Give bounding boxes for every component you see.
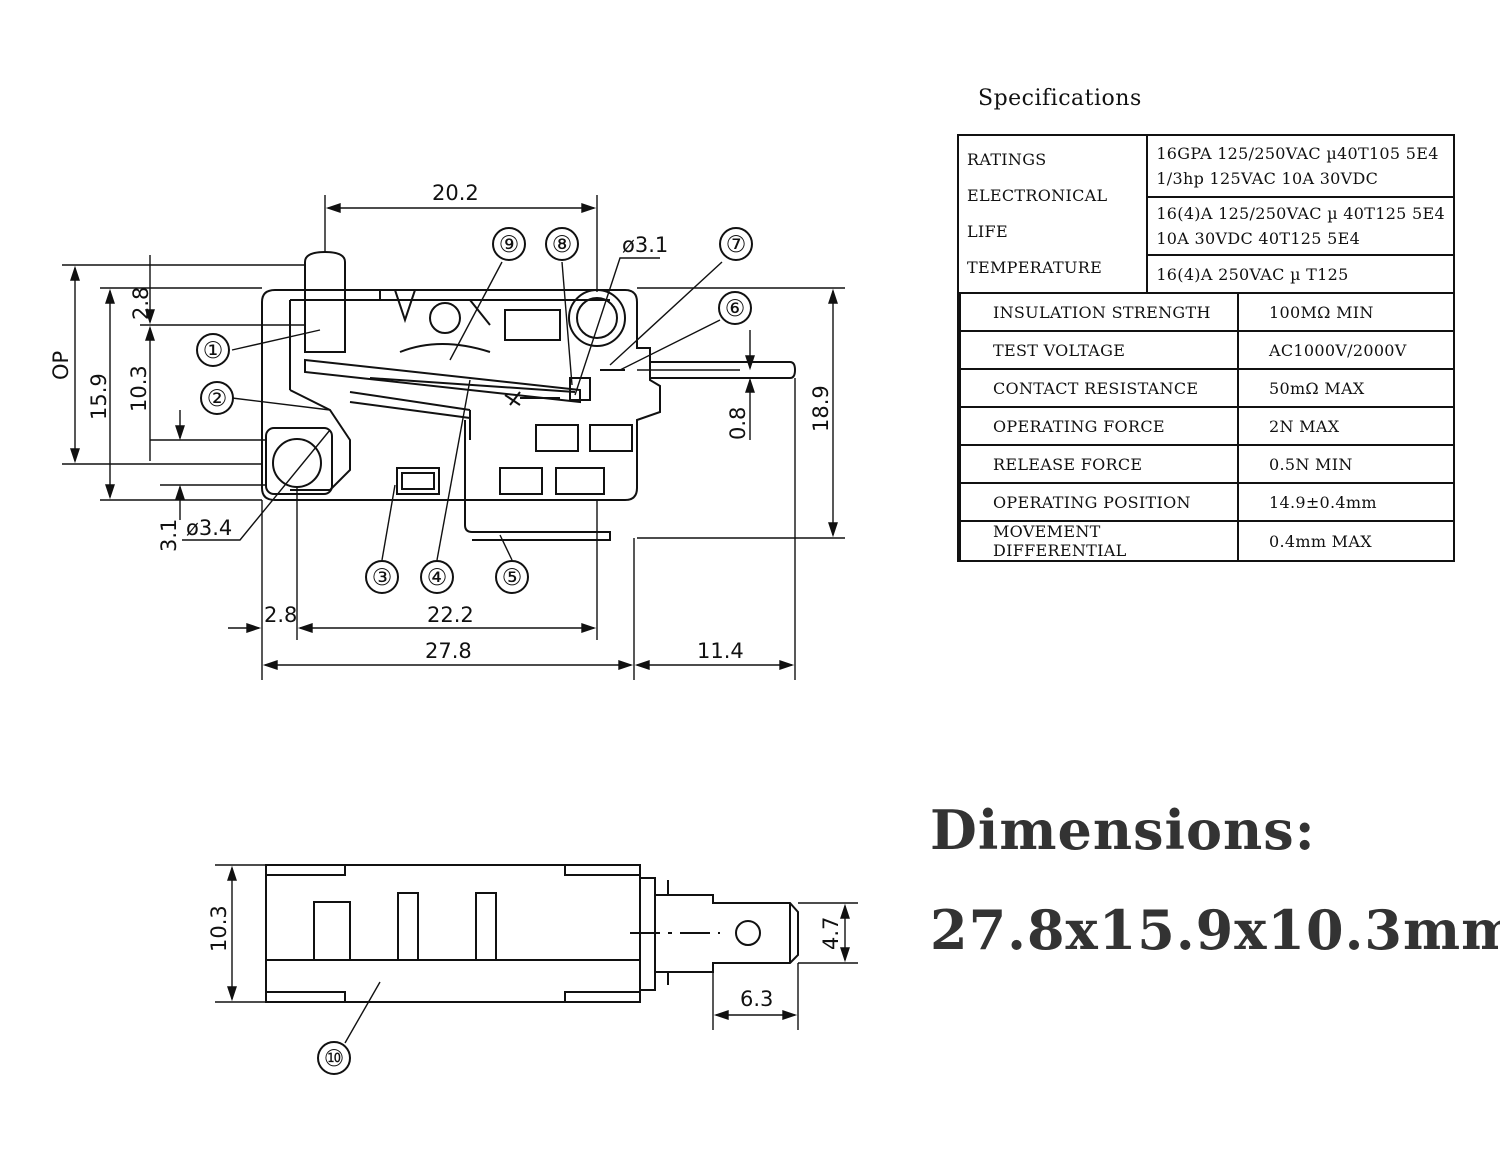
callout-circle bbox=[545, 227, 579, 261]
spec-value: 2N MAX bbox=[1237, 406, 1455, 446]
callout-number: ⑨ bbox=[499, 232, 520, 258]
dim-15-9: 15.9 bbox=[87, 373, 111, 420]
callout-number: ③ bbox=[372, 565, 393, 591]
dimensions-value: 27.8x15.9x10.3mm bbox=[930, 898, 1500, 962]
dim-22-2: 22.2 bbox=[427, 603, 474, 627]
callout-markers: ① ② ③ ④ ⑤ ⑥ ⑦ ⑧ ⑨ ⑩ bbox=[196, 227, 753, 1075]
ratings-value-cell: 16GPA 125/250VAC µ40T105 5E4 1/3hp 125VA… bbox=[1146, 134, 1455, 198]
callout-circle bbox=[719, 227, 753, 261]
spec-value: 0.5N MIN bbox=[1237, 444, 1455, 484]
front-dimension-text: 20.2 ø3.1 2.8 10.3 15.9 OP 0.8 18.9 3.1 … bbox=[49, 181, 833, 663]
electronical-life-value-cell: 16(4)A 125/250VAC µ 40T125 5E4 10A 30VDC… bbox=[1146, 196, 1455, 256]
spec-value: 14.9±0.4mm bbox=[1237, 482, 1455, 522]
side-dimension-lines bbox=[215, 864, 858, 1044]
callout-number: ⑩ bbox=[324, 1046, 345, 1072]
dim-0-8: 0.8 bbox=[726, 407, 750, 440]
callout-circle bbox=[495, 560, 529, 594]
dim-27-8: 27.8 bbox=[425, 639, 472, 663]
ratings-label: RATINGS bbox=[967, 150, 1047, 169]
dim-18-9: 18.9 bbox=[809, 385, 833, 432]
side-terminal bbox=[650, 361, 797, 379]
dim-2-8-horizontal: 2.8 bbox=[264, 603, 297, 627]
dim-10-3-vertical: 10.3 bbox=[127, 365, 151, 412]
dim-terminal-length: 6.3 bbox=[740, 987, 773, 1011]
callout-number: ⑤ bbox=[502, 565, 523, 591]
specifications-table: RATINGS ELECTRONICAL LIFE TEMPERATURE 16… bbox=[956, 134, 1455, 562]
front-view bbox=[261, 250, 797, 541]
spec-value: 50mΩ MAX bbox=[1237, 368, 1455, 408]
dim-2-8-vertical: 2.8 bbox=[129, 287, 153, 320]
ratings-line-3: 16(4)A 125/250VAC µ 40T125 5E4 bbox=[1156, 204, 1445, 223]
callout-number: ① bbox=[203, 338, 224, 364]
callout-leaders bbox=[231, 261, 723, 561]
mounting-hole-bottom bbox=[272, 438, 322, 488]
temperature-value-cell: 16(4)A 250VAC µ T125 bbox=[1146, 254, 1455, 294]
actuator-plunger bbox=[304, 250, 346, 353]
spec-label: MOVEMENT DIFFERENTIAL bbox=[959, 520, 1239, 562]
ratings-line-1: 16GPA 125/250VAC µ40T105 5E4 bbox=[1156, 144, 1439, 163]
side-body-outline bbox=[265, 864, 641, 1003]
side-dimension-text: 10.3 4.7 6.3 bbox=[207, 905, 843, 1011]
switch-lever bbox=[304, 358, 581, 404]
spec-value: 100MΩ MIN bbox=[1237, 292, 1455, 332]
switch-body-outline bbox=[261, 289, 661, 501]
spring bbox=[349, 391, 471, 440]
spec-label: INSULATION STRENGTH bbox=[959, 292, 1239, 332]
callout-circle bbox=[196, 333, 230, 367]
callout-circle bbox=[420, 560, 454, 594]
dim-terminal-width: 4.7 bbox=[819, 917, 843, 950]
callout-number: ⑦ bbox=[726, 232, 747, 258]
front-dimension-lines bbox=[62, 195, 845, 680]
dim-hole-top-dia: ø3.1 bbox=[622, 233, 668, 257]
callout-number: ⑧ bbox=[552, 232, 573, 258]
callout-number: ② bbox=[207, 386, 228, 412]
callout-circle bbox=[200, 381, 234, 415]
callout-circle bbox=[492, 227, 526, 261]
callout-circle bbox=[317, 1041, 351, 1075]
inner-compartment bbox=[289, 299, 610, 491]
temperature-label: TEMPERATURE bbox=[967, 258, 1103, 277]
dim-hole-bottom-dia: ø3.4 bbox=[186, 516, 232, 540]
side-view bbox=[265, 864, 799, 1003]
spec-label: OPERATING FORCE bbox=[959, 406, 1239, 446]
bottom-terminal bbox=[464, 420, 611, 541]
callout-circle bbox=[718, 291, 752, 325]
dimensions-heading: Dimensions: bbox=[930, 798, 1316, 862]
dim-11-4: 11.4 bbox=[697, 639, 744, 663]
spec-value: 0.4mm MAX bbox=[1237, 520, 1455, 562]
spec-label: RELEASE FORCE bbox=[959, 444, 1239, 484]
ratings-label-cell: RATINGS ELECTRONICAL LIFE TEMPERATURE bbox=[956, 134, 1149, 294]
specifications-title: Specifications bbox=[978, 86, 1142, 111]
ratings-line-2: 1/3hp 125VAC 10A 30VDC bbox=[1156, 169, 1379, 188]
dim-side-height: 10.3 bbox=[207, 905, 231, 952]
side-terminal-tab bbox=[668, 894, 799, 973]
callout-circle bbox=[365, 560, 399, 594]
dim-op-label: OP bbox=[49, 351, 73, 380]
callout-number: ⑥ bbox=[725, 296, 746, 322]
electronical-life-label: ELECTRONICAL LIFE bbox=[967, 186, 1108, 241]
spec-label: OPERATING POSITION bbox=[959, 482, 1239, 522]
dim-top-width: 20.2 bbox=[432, 181, 479, 205]
spec-label: TEST VOLTAGE bbox=[959, 330, 1239, 370]
spec-label: CONTACT RESISTANCE bbox=[959, 368, 1239, 408]
spec-value: AC1000V/2000V bbox=[1237, 330, 1455, 370]
ratings-line-5: 16(4)A 250VAC µ T125 bbox=[1156, 264, 1349, 284]
dim-3-1: 3.1 bbox=[157, 519, 181, 552]
ratings-line-4: 10A 30VDC 40T125 5E4 bbox=[1156, 229, 1361, 248]
callout-number: ④ bbox=[427, 565, 448, 591]
